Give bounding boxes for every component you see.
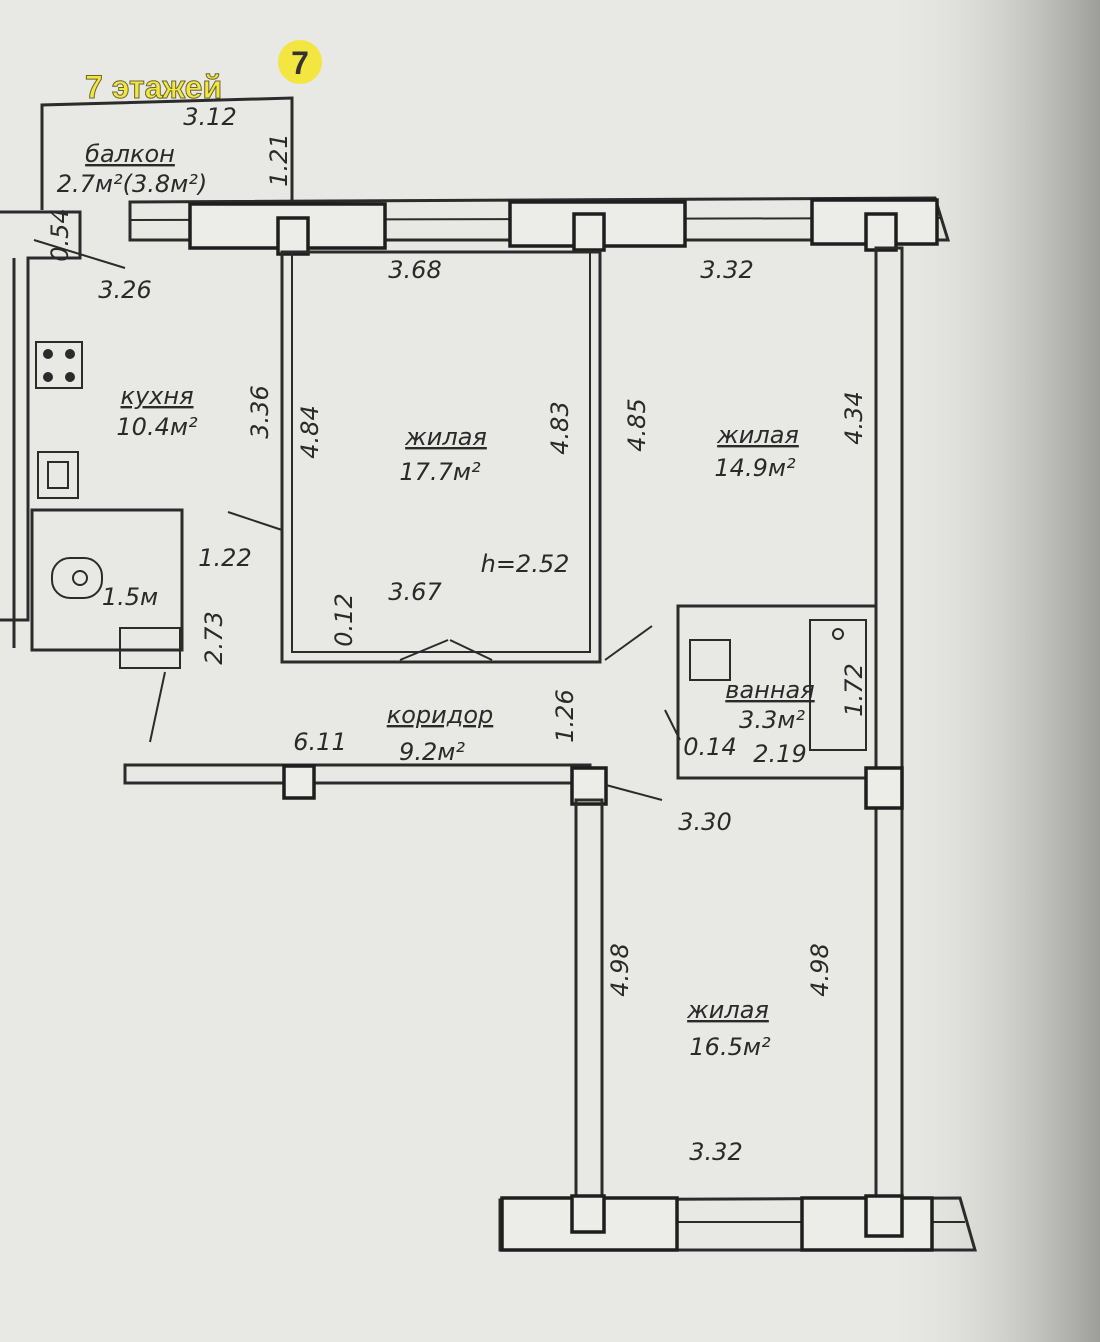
sink xyxy=(37,451,79,499)
toilet-wall xyxy=(30,508,184,652)
dim-bath-width: 2.19 xyxy=(753,740,806,768)
bathtub xyxy=(809,619,867,751)
corridor-wall xyxy=(123,763,592,785)
dim-bath-height: 1.72 xyxy=(840,663,868,716)
bathroom-name: ванная xyxy=(725,676,814,704)
dim-bath-014: 0.14 xyxy=(683,733,736,761)
dim-living1-right: 4.83 xyxy=(546,401,574,454)
living2-area: 14.9м² xyxy=(714,454,796,482)
dim-balcony-width: 3.12 xyxy=(183,103,236,131)
bathroom-wall xyxy=(676,604,878,780)
dim-kitchen-length: 3.36 xyxy=(246,385,274,438)
stove xyxy=(35,341,83,389)
dim-living2-right: 4.34 xyxy=(840,391,868,444)
floor-badge: 7 xyxy=(278,40,322,84)
corridor-area: 9.2м² xyxy=(399,738,465,766)
floor-badge-number: 7 xyxy=(291,45,309,81)
dim-living3-left: 4.98 xyxy=(606,943,634,996)
bathroom-area: 3.3м² xyxy=(739,706,805,734)
dim-living1-top: 3.68 xyxy=(388,256,441,284)
dim-living2-top: 3.32 xyxy=(700,256,753,284)
living3-left-wall xyxy=(574,798,604,1202)
toilet-area: 1.5м xyxy=(102,583,158,611)
dim-kitchen-width: 3.26 xyxy=(98,276,151,304)
dim-living3-bottom: 3.32 xyxy=(689,1138,742,1166)
balcony-area: 2.7м²(3.8м²) xyxy=(57,170,208,198)
dim-living1-bottom: 3.67 xyxy=(388,578,442,606)
balcony-wall xyxy=(40,96,294,210)
living2-name: жилая xyxy=(716,421,799,449)
dim-corridor-width: 1.26 xyxy=(551,689,579,742)
dim-toilet-width: 1.22 xyxy=(198,544,251,572)
living3-area: 16.5м² xyxy=(689,1033,771,1061)
floors-label: 7 этажей xyxy=(85,69,222,105)
dim-corridor-length: 6.11 xyxy=(293,728,346,756)
living1-area: 17.7м² xyxy=(399,458,481,486)
dim-living1-left: 4.84 xyxy=(296,405,324,458)
kitchen-area: 10.4м² xyxy=(116,413,198,441)
top-outer-wall xyxy=(128,196,951,242)
dim-living3-right: 4.98 xyxy=(806,943,834,996)
dim-wall-012: 0.12 xyxy=(330,593,358,646)
walls xyxy=(0,96,977,1252)
dim-balcony-depth: 1.21 xyxy=(265,133,293,186)
dim-wall-054: 0.54 xyxy=(46,208,74,261)
dim-hall-273: 2.73 xyxy=(200,611,228,664)
corridor-name: коридор xyxy=(387,701,494,729)
balcony-name: балкон xyxy=(85,140,175,168)
kitchen-name: кухня xyxy=(120,382,193,410)
dim-living3-top: 3.30 xyxy=(678,808,731,836)
ceiling-height: h=2.52 xyxy=(481,550,570,578)
living3-name: жилая xyxy=(686,996,769,1024)
dim-living2-left: 4.85 xyxy=(623,398,651,451)
living1-name: жилая xyxy=(404,423,487,451)
